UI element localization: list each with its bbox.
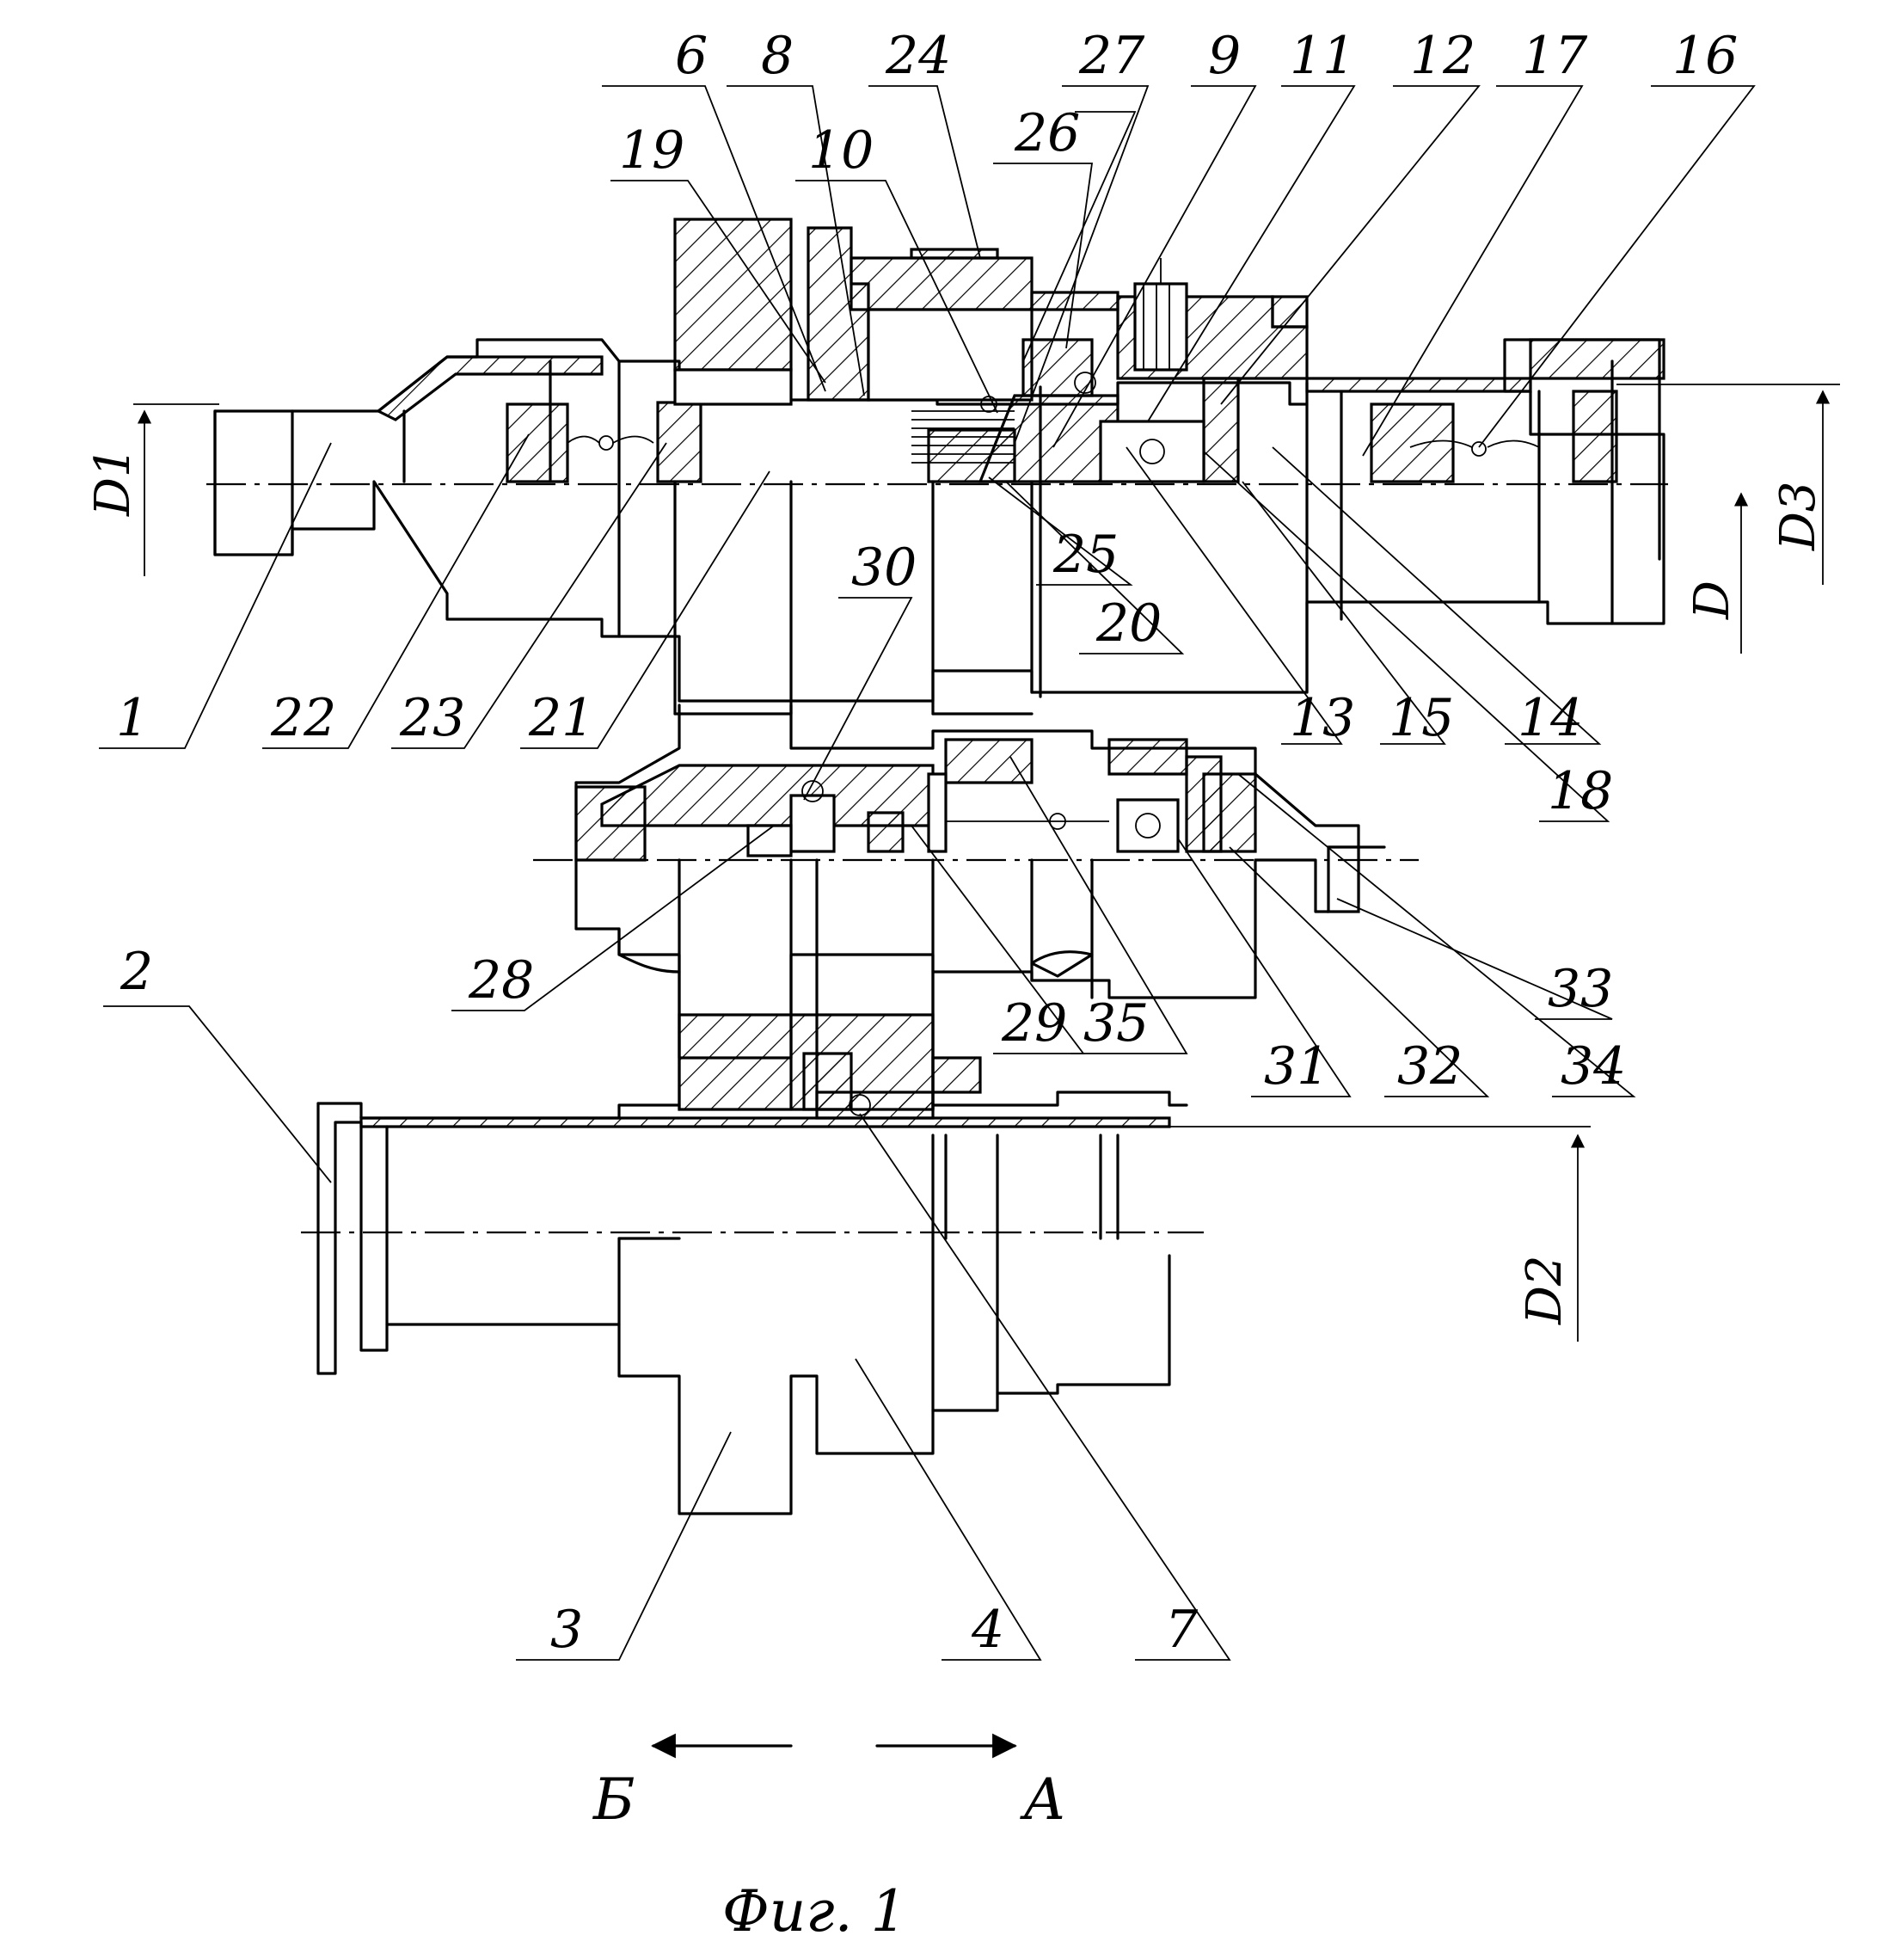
label-26: 26 — [1014, 103, 1080, 163]
label-7: 7 — [1165, 1600, 1199, 1660]
label-17: 17 — [1522, 26, 1588, 86]
label-2: 2 — [120, 942, 153, 1002]
label-32: 32 — [1397, 1036, 1463, 1097]
label-4: 4 — [971, 1600, 1004, 1660]
label-30: 30 — [851, 538, 917, 598]
label-31: 31 — [1264, 1036, 1329, 1097]
label-27: 27 — [1078, 26, 1145, 86]
dim-label-d1: D1 — [85, 446, 141, 517]
label-3: 3 — [550, 1600, 583, 1660]
label-20: 20 — [1095, 593, 1162, 654]
label-29: 29 — [1001, 993, 1067, 1054]
label-16: 16 — [1672, 26, 1738, 86]
label-1: 1 — [116, 688, 149, 748]
label-6: 6 — [675, 26, 708, 86]
dimension-d2: D2 — [1118, 1127, 1591, 1342]
label-14: 14 — [1518, 688, 1583, 748]
label-23: 23 — [399, 688, 465, 748]
label-11: 11 — [1290, 26, 1355, 86]
label-33: 33 — [1548, 959, 1613, 1019]
dim-label-d3: D3 — [1770, 481, 1826, 551]
lower-shaft-assembly — [318, 1092, 1187, 1514]
label-28: 28 — [468, 950, 534, 1011]
label-34: 34 — [1561, 1036, 1626, 1097]
dim-label-d2: D2 — [1517, 1255, 1573, 1325]
label-21: 21 — [528, 688, 594, 748]
label-24: 24 — [885, 26, 951, 86]
label-35: 35 — [1083, 993, 1149, 1054]
figure-caption: Фиг. 1 — [722, 1878, 907, 1945]
upper-gear-block — [675, 219, 1307, 714]
dimension-d1: D1 — [85, 404, 219, 576]
label-8: 8 — [761, 26, 794, 86]
label-15: 15 — [1389, 688, 1454, 748]
label-19: 19 — [619, 120, 684, 181]
label-10: 10 — [808, 120, 874, 181]
dim-label-d: D — [1684, 581, 1740, 620]
label-18: 18 — [1548, 761, 1613, 821]
label-13: 13 — [1290, 688, 1355, 748]
direction-indicator: Б А — [592, 1746, 1066, 1833]
label-9: 9 — [1208, 26, 1241, 86]
direction-label-a: А — [1020, 1766, 1066, 1833]
dimension-d: D — [1684, 494, 1741, 654]
label-22: 22 — [270, 688, 336, 748]
label-25: 25 — [1052, 525, 1119, 585]
direction-label-b: Б — [592, 1766, 635, 1833]
label-12: 12 — [1410, 26, 1475, 86]
intermediate-lower-gears — [679, 860, 1092, 1109]
